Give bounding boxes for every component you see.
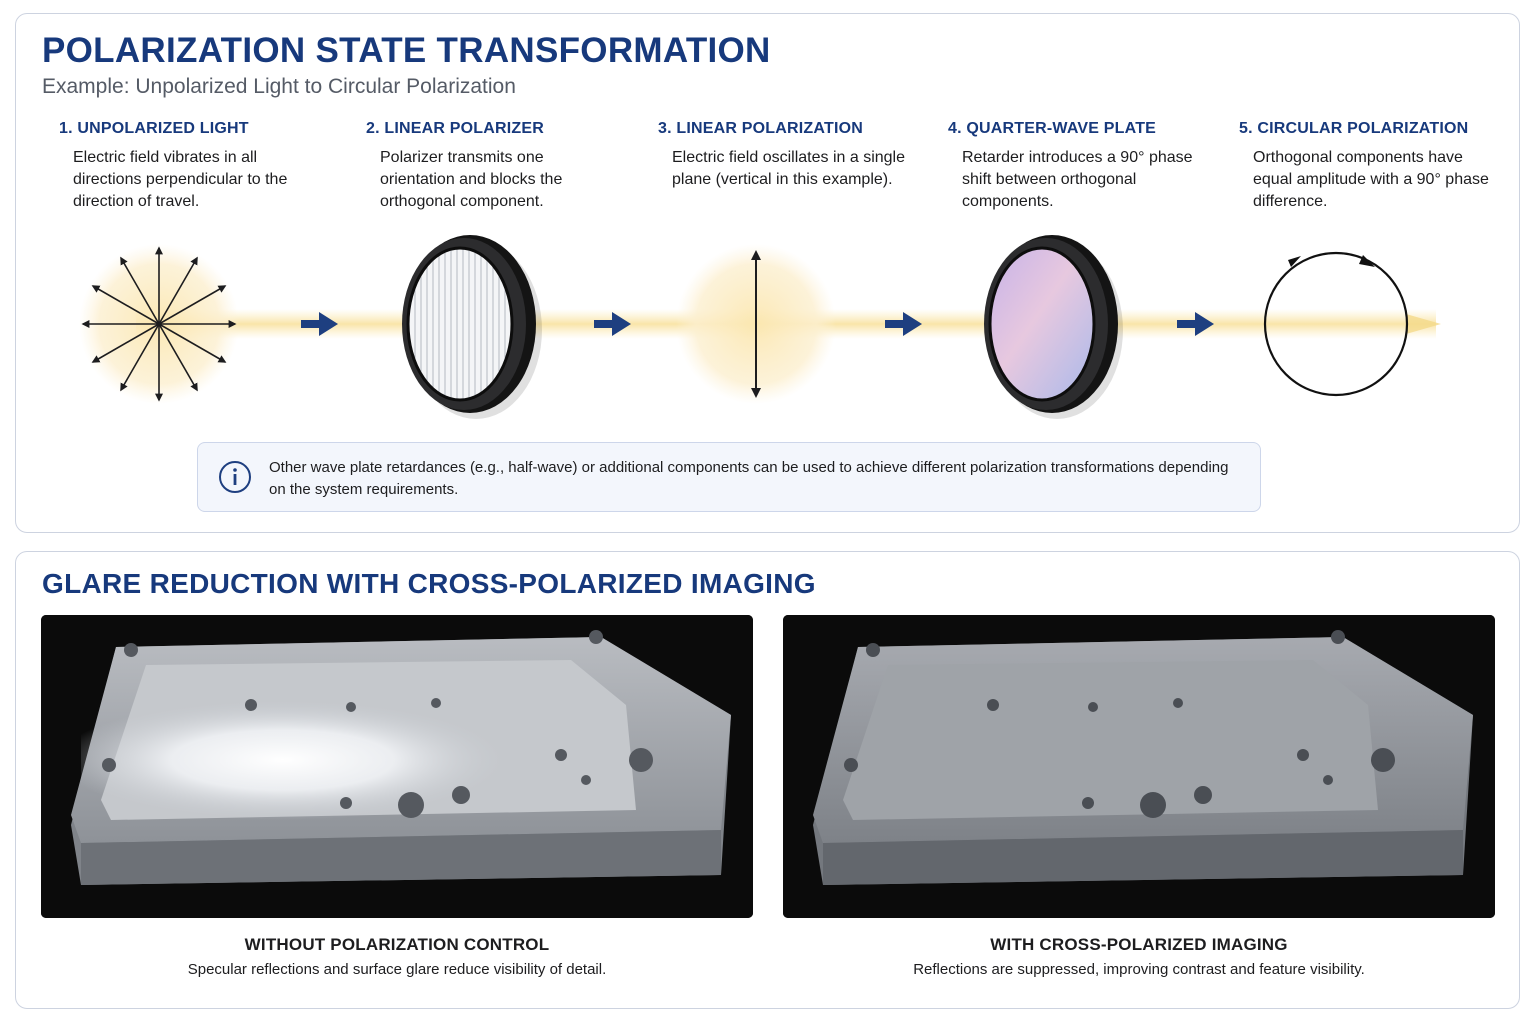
step-description: Electric field oscillates in a single pl…	[672, 149, 905, 188]
photo-with-cross-polarization	[783, 615, 1495, 918]
step-description: Orthogonal components have equal amplitu…	[1253, 149, 1489, 210]
metal-housing-image-crosspolarized	[783, 615, 1495, 918]
glare-reduction-panel: GLARE REDUCTION WITH CROSS-POLARIZED IMA…	[15, 551, 1520, 1009]
right-arrow-icon	[301, 312, 338, 336]
info-note-text: Other wave plate retardances (e.g., half…	[269, 459, 1229, 498]
step-title: 4. QUARTER-WAVE PLATE	[948, 120, 1157, 137]
caption-title: WITH CROSS-POLARIZED IMAGING	[990, 935, 1288, 954]
unpolarized-light-icon	[79, 244, 239, 404]
step-title: 3. LINEAR POLARIZATION	[658, 120, 863, 137]
caption-title: WITHOUT POLARIZATION CONTROL	[244, 935, 550, 954]
page-title: POLARIZATION STATE TRANSFORMATION	[42, 31, 771, 70]
page-subtitle: Example: Unpolarized Light to Circular P…	[42, 75, 516, 98]
polarization-transformation-panel: POLARIZATION STATE TRANSFORMATION Exampl…	[15, 13, 1520, 533]
circular-polarization-icon	[1263, 251, 1409, 397]
step-unpolarized-light: 1. UNPOLARIZED LIGHT Electric field vibr…	[59, 120, 319, 213]
step-linear-polarization: 3. LINEAR POLARIZATION Electric field os…	[658, 120, 918, 191]
step-linear-polarizer: 2. LINEAR POLARIZER Polarizer transmits …	[366, 120, 626, 213]
waveplate-filter-icon	[984, 235, 1123, 419]
step-title: 2. LINEAR POLARIZER	[366, 120, 545, 137]
caption-description: Specular reflections and surface glare r…	[187, 961, 607, 978]
caption-description: Reflections are suppressed, improving co…	[913, 961, 1365, 978]
photo-without-polarization	[41, 615, 753, 918]
polarizer-filter-icon	[402, 235, 542, 419]
right-arrow-icon	[1177, 312, 1214, 336]
section-title: GLARE REDUCTION WITH CROSS-POLARIZED IMA…	[42, 568, 816, 599]
polarization-diagram	[79, 235, 1441, 419]
step-quarter-wave-plate: 4. QUARTER-WAVE PLATE Retarder introduce…	[948, 120, 1208, 213]
step-description: Electric field vibrates in all direction…	[73, 149, 288, 210]
linear-polarization-icon	[676, 244, 836, 404]
caption-without-polarization: WITHOUT POLARIZATION CONTROL Specular re…	[41, 935, 753, 978]
step-description: Retarder introduces a 90° phase shift be…	[962, 149, 1193, 210]
info-icon	[219, 461, 251, 493]
step-title: 5. CIRCULAR POLARIZATION	[1239, 120, 1469, 137]
right-arrow-icon	[594, 312, 631, 336]
step-circular-polarization: 5. CIRCULAR POLARIZATION Orthogonal comp…	[1239, 120, 1499, 213]
right-arrow-icon	[885, 312, 922, 336]
step-title: 1. UNPOLARIZED LIGHT	[59, 120, 249, 137]
beam-arrowhead	[1406, 314, 1441, 334]
info-note: Other wave plate retardances (e.g., half…	[197, 442, 1261, 512]
caption-with-cross-polarization: WITH CROSS-POLARIZED IMAGING Reflections…	[783, 935, 1495, 978]
step-description: Polarizer transmits one orientation and …	[380, 149, 563, 210]
metal-housing-image-glare	[41, 615, 753, 918]
